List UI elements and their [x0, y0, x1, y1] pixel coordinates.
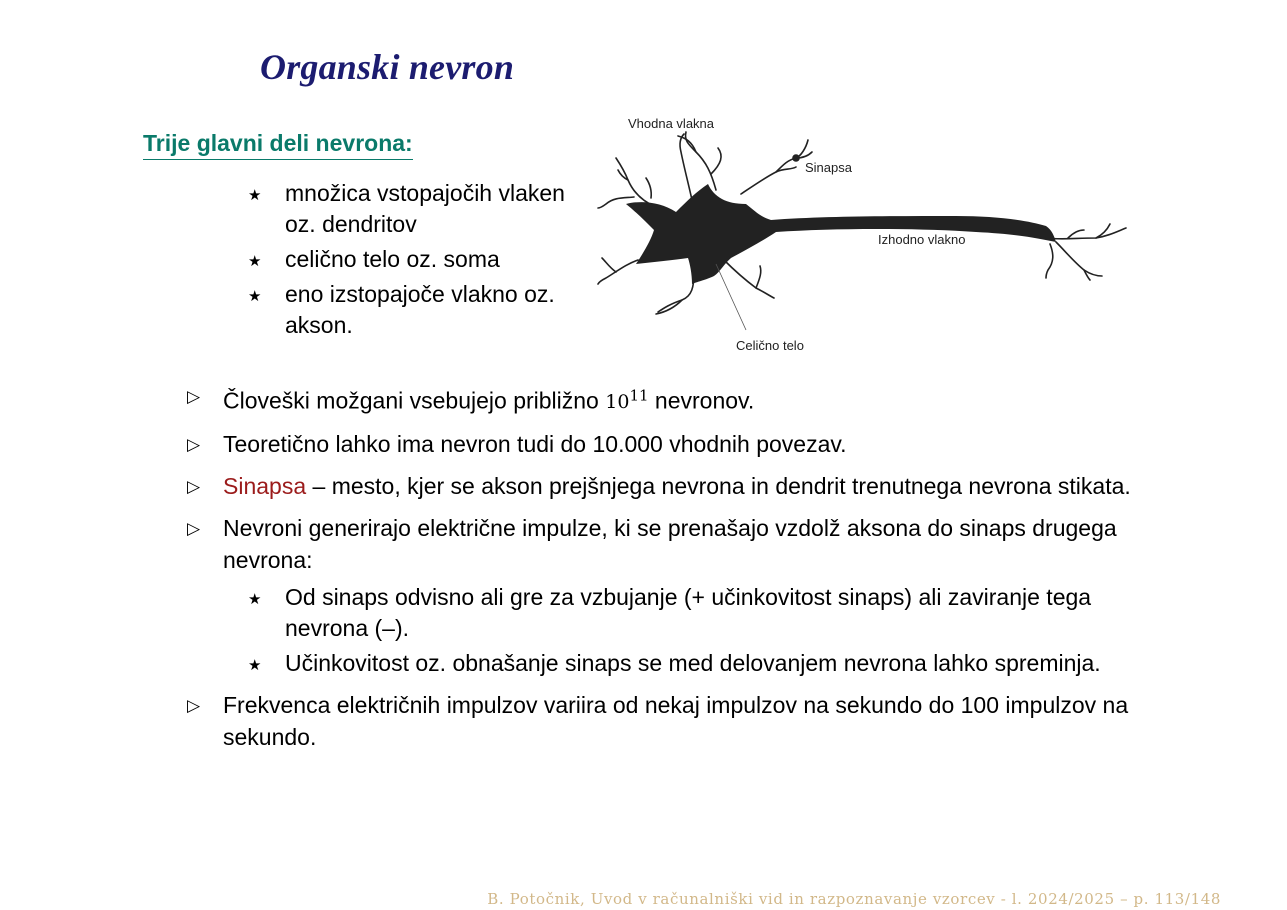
triangle-bullet-icon: ▷: [187, 435, 201, 455]
star-bullet-icon: ★: [248, 288, 262, 305]
star-bullet-icon: ★: [248, 591, 262, 609]
list-item: ★eno izstopajoče vlakno oz. akson.: [248, 281, 555, 338]
synapse-dot: [792, 154, 800, 162]
triangle-bullet-icon: ▷: [187, 387, 201, 406]
parts-heading: Trije glavni deli nevrona:: [143, 130, 413, 160]
list-item: ▷ Človeški možgani vsebujejo približno 1…: [187, 380, 1147, 418]
term-synapse: Sinapsa: [223, 473, 307, 500]
slide-title: Organski nevron: [260, 47, 515, 87]
cell-body-leader-line: [715, 263, 747, 331]
slide-footer: B. Potočnik, Uvod v računalniški vid in …: [487, 890, 1221, 908]
triangle-bullet-icon: ▷: [187, 477, 201, 497]
star-bullet-icon: ★: [248, 253, 262, 270]
list-item: ▷ Nevroni generirajo električne impulze,…: [187, 512, 1147, 679]
list-item: ▷ Sinapsa – mesto, kjer se akson prejšnj…: [187, 470, 1147, 502]
list-item: ★celično telo oz. soma: [248, 244, 593, 275]
sub-bullet-list: ★Od sinaps odvisno ali gre za vzbujanje …: [248, 582, 1147, 679]
list-item: ★množica vstopajočih vlaken oz. dendrito…: [248, 180, 565, 237]
math-expression: 1011: [605, 387, 649, 414]
soma-shape: [626, 184, 1056, 284]
star-bullet-icon: ★: [248, 657, 262, 675]
label-output-fiber: Izhodno vlakno: [878, 232, 966, 247]
triangle-bullet-icon: ▷: [187, 519, 201, 539]
star-bullet-icon: ★: [248, 187, 262, 204]
list-item: ★Od sinaps odvisno ali gre za vzbujanje …: [248, 584, 1092, 642]
list-item: ▷ Teoretično lahko ima nevron tudi do 10…: [187, 428, 1147, 460]
neuron-diagram: Vhodna vlakna Sinapsa Izhodno vlakno Cel…: [596, 112, 1136, 360]
triangle-bullet-icon: ▷: [187, 696, 201, 716]
label-cell-body: Celično telo: [736, 338, 804, 353]
list-item: ▷ Frekvenca električnih impulzov variira…: [187, 692, 1129, 751]
label-synapse: Sinapsa: [805, 160, 852, 175]
list-item: ★Učinkovitost oz. obnašanje sinaps se me…: [248, 648, 1147, 679]
neuron-illustration: [597, 131, 1127, 331]
neuron-parts-list: ★množica vstopajočih vlaken oz. dendrito…: [248, 178, 593, 345]
main-bullet-list: ▷ Človeški možgani vsebujejo približno 1…: [187, 380, 1147, 763]
label-input-fibers: Vhodna vlakna: [628, 116, 715, 131]
